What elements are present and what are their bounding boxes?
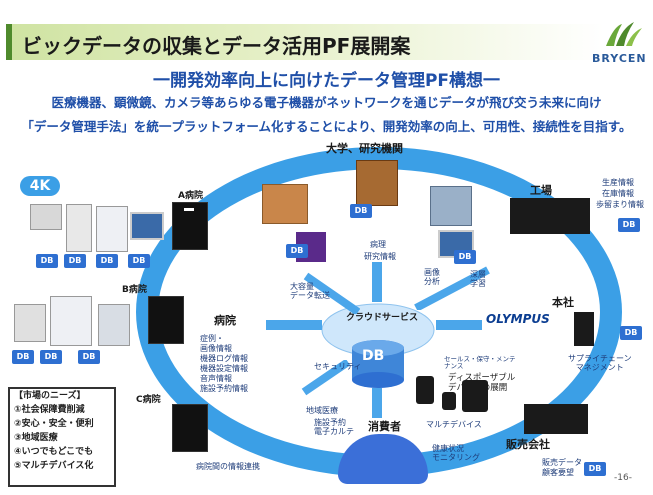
sales-info-item: 顧客要望 — [542, 468, 574, 477]
smartphone-icon — [416, 376, 434, 404]
image-analysis-label: 画像 分析 — [424, 268, 440, 287]
db-icon: DB — [64, 254, 86, 268]
page-title: ビックデータの収集とデータ活用PF展開案 — [22, 34, 411, 58]
hq-building-icon — [574, 312, 594, 346]
medical-cart-icon — [50, 296, 92, 346]
medical-cart-icon — [96, 206, 128, 252]
medical-device-icon — [66, 204, 92, 252]
db-icon: DB — [96, 254, 118, 268]
inter-hospital-label: 病院間の情報連携 — [196, 462, 260, 471]
market-need-item: ③地域医療 — [14, 433, 58, 443]
smartwatch-icon — [442, 392, 456, 410]
db-icon: DB — [620, 326, 642, 340]
hospital-a-label: A病院 — [178, 191, 203, 201]
arrow-to-hq — [436, 320, 482, 330]
sales-company-label: 販売会社 — [506, 438, 550, 451]
medical-device-icon — [98, 304, 130, 346]
subtitle: 一開発効率向上に向けたデータ管理PF構想一 — [152, 71, 501, 91]
page-number: -16- — [614, 473, 632, 483]
olympus-brand: OLYMPUS — [486, 312, 550, 326]
sales-info-item: 販売データ — [542, 458, 582, 467]
deep-learning-label: 深層 学習 — [470, 270, 486, 289]
arrow-diagonal-right — [414, 266, 490, 310]
sales-building-icon — [524, 404, 588, 434]
brycen-logo-icon — [606, 22, 642, 46]
factory-icon — [510, 198, 590, 234]
db-icon: DB — [12, 350, 34, 364]
endoscopy-tower-icon — [14, 304, 46, 342]
surgical-monitor-icon — [130, 212, 164, 240]
hq-label: 本社 — [552, 296, 574, 309]
hospital-c-building-icon — [172, 404, 208, 452]
hospital-center-label: 病院 — [214, 314, 236, 327]
brand-logo-text: BRYCEN — [592, 52, 647, 65]
research-building-icon — [430, 186, 472, 226]
regional-sub-label: 施設予約 電子カルテ — [314, 418, 354, 437]
data-type-item: 施設予約情報 — [200, 384, 248, 393]
4k-badge: 4K — [20, 176, 60, 196]
arrow-diagonal-down-left — [301, 360, 350, 396]
market-need-item: ②安心・安全・便利 — [14, 419, 94, 429]
db-icon: DB — [128, 254, 150, 268]
db-icon: DB — [454, 250, 476, 264]
consumer-family-icon — [338, 434, 428, 484]
db-icon: DB — [286, 244, 308, 258]
arrow-diagonal-left — [303, 272, 360, 314]
central-db-label: DB — [362, 348, 385, 364]
db-icon: DB — [36, 254, 58, 268]
supply-chain-label: サプライチェーン マネジメント — [568, 354, 632, 373]
market-needs-title: 【市場のニーズ】 — [14, 391, 86, 401]
factory-info-item: 歩留まり情報 — [596, 200, 644, 209]
consumer-label: 消費者 — [368, 420, 401, 433]
arrow-to-consumer — [372, 388, 382, 418]
db-icon: DB — [350, 204, 372, 218]
db-icon: DB — [618, 218, 640, 232]
health-monitoring-label: 健康状況 モニタリング — [432, 444, 480, 463]
intro-line-2: 「データ管理手法」を統一プラットフォーム化することにより、開発効率の向上、可用性… — [21, 119, 632, 134]
research-info-label: 研究情報 — [364, 252, 396, 261]
university-building-icon — [262, 184, 308, 224]
intro-line-1: 医療機器、顕微鏡、カメラ等あらゆる電子機器がネットワークを通じデータが飛び交う未… — [51, 95, 602, 110]
regional-medicine-label: 地域医療 — [306, 406, 338, 415]
db-icon: DB — [78, 350, 100, 364]
data-type-item: 画像情報 — [200, 344, 232, 353]
security-label: セキュリティ — [314, 362, 362, 371]
cross-icon — [184, 208, 194, 211]
db-icon: DB — [40, 350, 62, 364]
market-need-item: ④いつでもどこでも — [14, 447, 94, 457]
endoscope-device-icon — [30, 204, 62, 230]
arrow-to-university — [372, 262, 382, 302]
factory-info-item: 生産情報 — [602, 178, 634, 187]
data-type-item: 症例・ — [200, 334, 224, 343]
tablet-icon — [462, 380, 488, 412]
header-band — [6, 24, 604, 60]
data-type-item: 機器設定情報 — [200, 364, 248, 373]
pathology-label: 病理 — [370, 240, 386, 249]
market-needs-box: 【市場のニーズ】 ①社会保障費削減 ②安心・安全・便利 ③地域医療 ④いつでもど… — [8, 387, 116, 487]
hospital-c-label: C病院 — [136, 395, 161, 405]
hospital-b-building-icon — [148, 296, 184, 344]
multi-device-label: マルチデバイス — [426, 420, 482, 429]
db-icon: DB — [584, 462, 606, 476]
data-type-item: 機器ログ情報 — [200, 354, 248, 363]
sales-maintenance-label: セールス・保守・メンテ ナンス — [444, 355, 516, 371]
market-need-item: ①社会保障費削減 — [14, 405, 85, 415]
research-tower-icon — [356, 160, 398, 206]
factory-info-item: 在庫情報 — [602, 189, 634, 198]
market-need-item: ⑤マルチデバイス化 — [14, 461, 94, 471]
cloud-icon — [321, 303, 435, 388]
large-transfer-label: 大容量 データ転送 — [290, 282, 330, 301]
data-type-item: 音声情報 — [200, 374, 232, 383]
hospital-b-label: B病院 — [122, 285, 147, 295]
cloud-service-label: クラウドサービス — [346, 313, 419, 323]
university-label: 大学、研究機関 — [326, 142, 403, 155]
arrow-to-hospital — [266, 320, 322, 330]
factory-label: 工場 — [530, 184, 552, 197]
